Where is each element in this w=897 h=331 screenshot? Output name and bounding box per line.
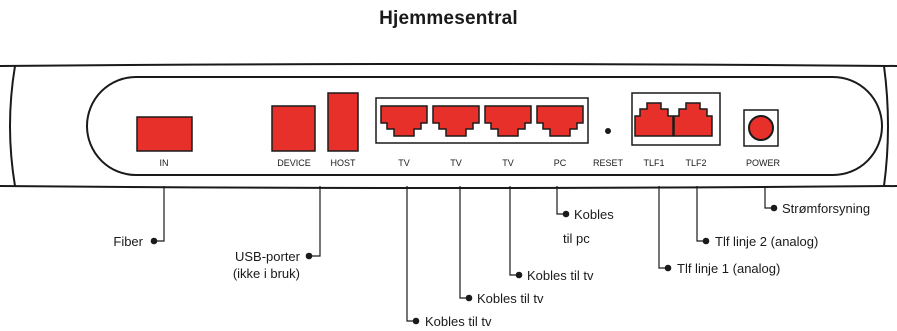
dot-fiber [150, 237, 158, 245]
ethernet-group-frame [375, 97, 589, 144]
diagram-title: Hjemmesentral [379, 8, 518, 29]
leader-fiber [157, 186, 165, 242]
ethernet-port-pc [536, 105, 584, 137]
callout-pc-line2: til pc [563, 231, 590, 246]
callout-fiber: Fiber [113, 234, 143, 249]
fiber-in-port [136, 116, 193, 152]
callout-dots [150, 204, 778, 325]
port-label-tv3: TV [502, 158, 514, 168]
callout-tlf1: Tlf linje 1 (analog) [677, 261, 780, 276]
port-label-tlf1: TLF1 [643, 158, 664, 168]
callout-leaders [157, 186, 771, 322]
dot-tlf1 [664, 264, 672, 272]
callout-pc-line1: Kobles [574, 207, 614, 222]
leader-usb [312, 186, 321, 257]
port-label-tlf2: TLF2 [685, 158, 706, 168]
phone-port-tlf2 [673, 102, 713, 137]
callout-tv1: Kobles til tv [425, 314, 492, 329]
port-label-in: IN [160, 158, 169, 168]
callout-tv2: Kobles til tv [477, 291, 544, 306]
dot-pc [562, 210, 570, 218]
leader-tlf1 [658, 186, 665, 269]
port-label-reset: RESET [593, 158, 624, 168]
callout-tlf2: Tlf linje 2 (analog) [715, 234, 818, 249]
ethernet-port-tv2 [432, 105, 480, 137]
usb-device-port [271, 105, 316, 152]
leader-tlf2 [696, 186, 703, 242]
callout-usb-line2: (ikke i bruk) [233, 266, 300, 281]
usb-host-port [327, 92, 359, 152]
callout-power: Strømforsyning [782, 201, 870, 216]
phone-group-frame [631, 92, 721, 146]
power-button [748, 115, 774, 141]
port-label-power: POWER [746, 158, 781, 168]
dot-power [770, 204, 778, 212]
callout-usb-line1: USB-porter [235, 249, 301, 264]
dot-tv3 [515, 271, 523, 279]
device-body [0, 63, 897, 189]
port-label-device: DEVICE [277, 158, 311, 168]
port-label-tv1: TV [398, 158, 410, 168]
leader-tv1 [406, 186, 413, 322]
dot-tv2 [465, 294, 473, 302]
ethernet-port-tv1 [380, 105, 428, 137]
dot-tv1 [412, 317, 420, 325]
phone-port-tlf1 [634, 102, 674, 137]
leader-tv3 [509, 186, 516, 276]
port-label-pc: PC [554, 158, 567, 168]
ethernet-port-tv3 [484, 105, 532, 137]
reset-pinhole [605, 128, 611, 134]
leader-power [764, 186, 771, 209]
dot-tlf2 [702, 237, 710, 245]
dot-usb [305, 252, 313, 260]
port-label-tv2: TV [450, 158, 462, 168]
port-label-host: HOST [330, 158, 356, 168]
leader-tv2 [459, 186, 466, 299]
leader-pc [556, 186, 563, 215]
callout-tv3: Kobles til tv [527, 268, 594, 283]
